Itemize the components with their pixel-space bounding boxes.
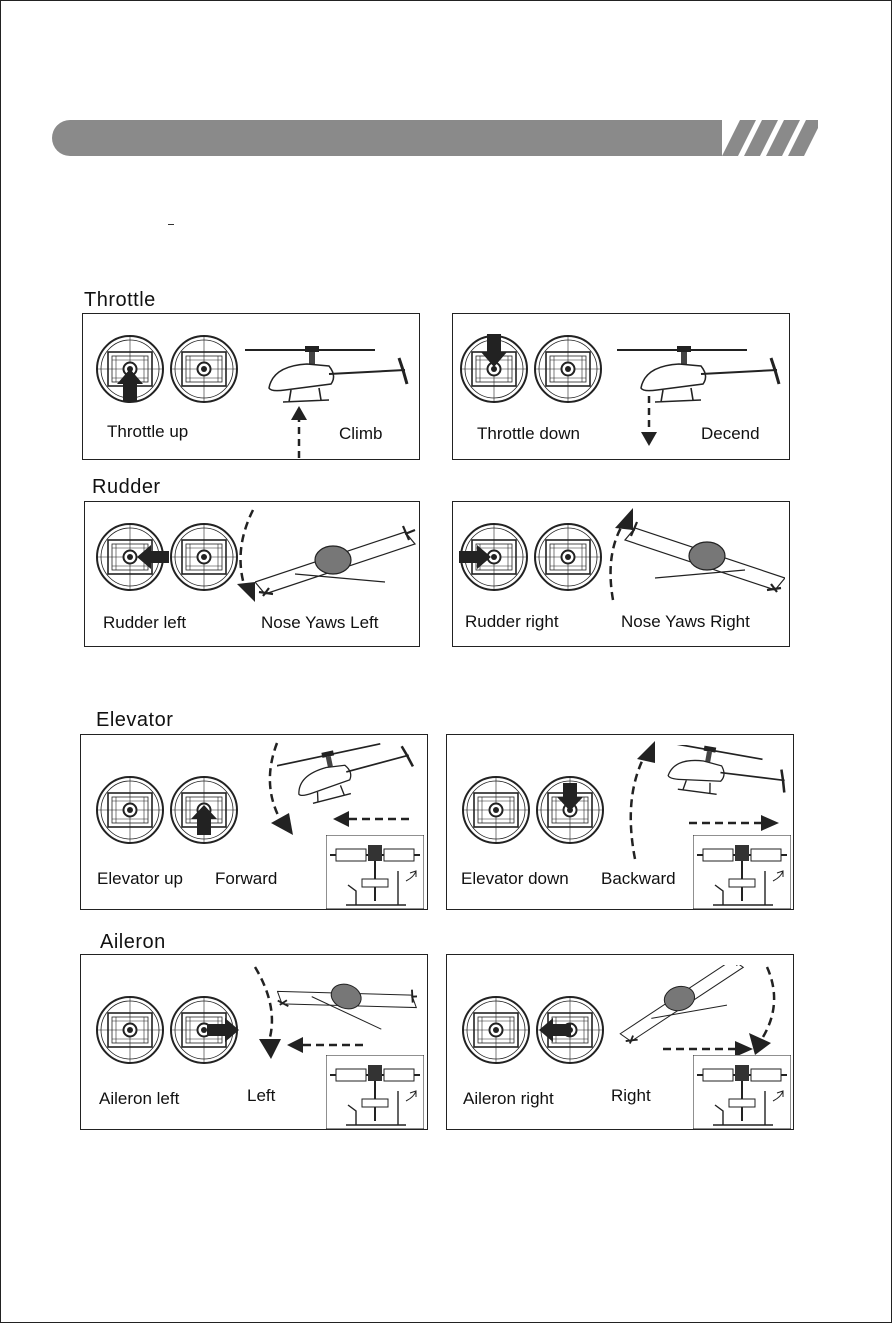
motion-label: Decend [701,424,760,444]
section-title-aileron: Aileron [100,931,166,954]
swashplate-icon [693,1055,791,1129]
arrow-right-icon [687,813,783,833]
helicopter-top-icon [277,965,417,1045]
stick-pair-icon [95,334,245,406]
stick-label: Elevator up [97,869,183,889]
stick-label: Aileron left [99,1089,179,1109]
stick-pair-icon [461,995,611,1067]
motion-label: Climb [339,424,382,444]
stick-pair-icon [461,775,611,847]
section-title-rudder: Rudder [92,476,161,499]
stick-label: Rudder left [103,613,186,633]
arrow-down-icon [639,394,659,450]
stick-label: Throttle down [477,424,580,444]
helicopter-side-icon [245,340,415,414]
helicopter-top-icon [255,522,417,604]
swashplate-icon [326,1055,424,1129]
motion-label: Left [247,1086,275,1106]
panel-elevator-up: Elevator up Forward [80,734,428,910]
curved-arrow-forward-icon [257,739,307,839]
arrow-up-icon [289,404,309,460]
stick-pair-icon [95,522,245,594]
swashplate-icon [326,835,424,909]
panel-throttle-down: Throttle down Decend [452,313,790,460]
helicopter-top-icon [623,518,785,600]
panel-rudder-right: Rudder right Nose Yaws Right [452,501,790,647]
section-title-elevator: Elevator [96,709,173,732]
stick-label: Rudder right [465,612,559,632]
stick-label: Aileron right [463,1089,554,1109]
panel-throttle-up: Throttle up Climb [82,313,420,460]
section-header-bar [52,120,792,156]
panel-aileron-left: Aileron left Left [80,954,428,1130]
stick-label: Throttle up [107,422,188,442]
motion-label: Nose Yaws Left [261,613,379,633]
helicopter-side-icon [647,745,787,809]
arrow-left-icon [331,809,411,829]
stick-label: Elevator down [461,869,569,889]
stick-pair-icon [95,995,245,1067]
panel-elevator-down: Elevator down Backward [446,734,794,910]
stick-pair-icon [459,334,609,406]
curved-arrow-right-icon [605,504,645,604]
arrow-left-icon [285,1035,365,1055]
curved-arrow-backward-icon [623,737,663,863]
motion-label: Backward [601,869,676,889]
section-title-throttle: Throttle [84,289,156,312]
stick-pair-icon [459,522,609,594]
motion-label: Nose Yaws Right [621,612,750,632]
motion-label: Right [611,1086,651,1106]
helicopter-top-icon [615,965,755,1045]
curved-arrow-left-icon [231,506,271,606]
swashplate-icon [693,835,791,909]
panel-rudder-left: Rudder left Nose Yaws Left [84,501,420,647]
stick-pair-icon [95,775,245,847]
panel-aileron-right: Aileron right Right [446,954,794,1130]
dash-mark [168,224,174,225]
header-stripes-icon [722,120,822,156]
motion-label: Forward [215,869,277,889]
